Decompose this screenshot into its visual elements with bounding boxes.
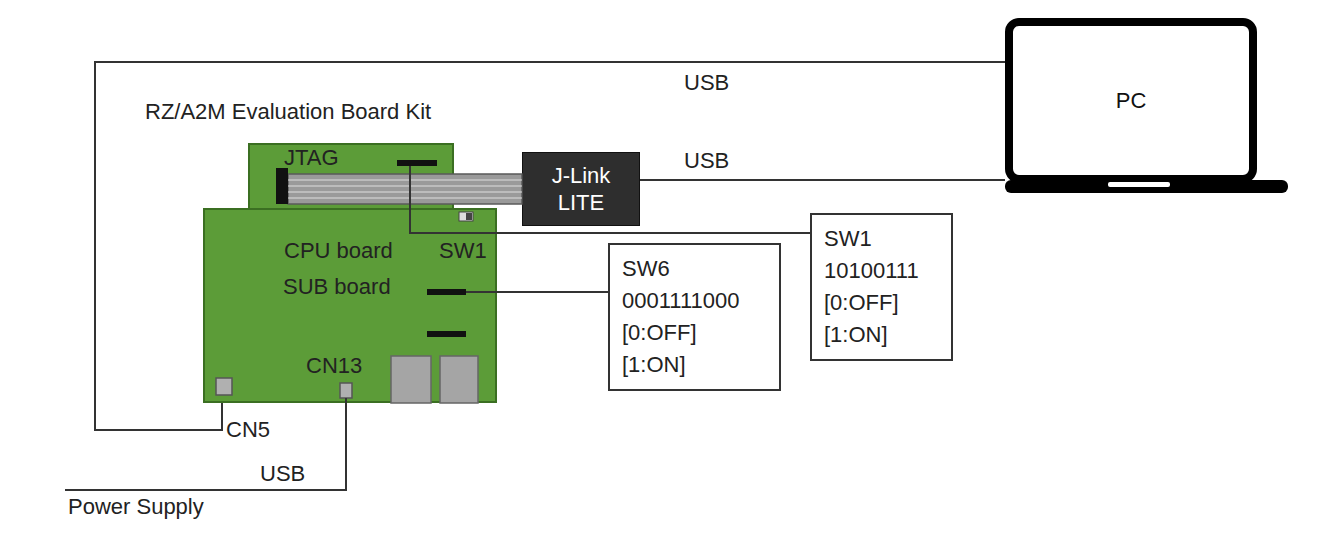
node-text: CPU board [284,238,393,264]
ribbon-wire [288,179,522,180]
wire [95,62,1005,430]
connector [288,174,522,204]
connector [640,180,1005,181]
dip-switch [427,289,466,295]
ribbon-cable [288,174,522,204]
debugger-box: J-Link LITE [522,152,640,226]
connector [410,166,810,233]
node-title: SW1 [824,223,939,255]
connector [216,378,232,395]
laptop-notch [1108,182,1170,187]
dip-switch [397,160,437,166]
slide-switch [466,213,472,220]
laptop-screen: PC [1005,18,1257,183]
node-title: PC [1116,88,1147,114]
laptop-base [1005,180,1288,193]
kit-title: RZ/A2M Evaluation Board Kit [145,99,431,125]
connector-label: CN5 [226,417,270,443]
switch-callout: SW60001111000[0:OFF][1:ON] [608,243,781,391]
illustration [276,168,288,204]
node-text: [0:OFF] [622,317,767,349]
usb-port [440,356,478,403]
cable-label: USB [684,148,729,174]
node-title: JTAG [284,145,339,171]
ribbon-wire [288,197,522,198]
wire [466,291,608,293]
connector-label: CN13 [306,353,362,379]
ribbon-wire [288,185,522,186]
cable-label: USB [260,461,305,487]
node-text: [1:ON] [824,319,939,351]
cable-label: USB [684,70,729,96]
power-wire [65,398,346,490]
switch-callout: SW110100111[0:OFF][1:ON] [810,213,953,361]
node-text: [1:ON] [622,349,767,381]
node-text: 0001111000 [622,285,767,317]
node-text: 10100111 [824,255,939,287]
node-text: SW1 [439,238,487,264]
connector [95,62,1005,430]
slide-switch [459,212,473,221]
wire [410,166,810,233]
node-title: J-Link LITE [536,162,626,216]
node-text: [0:OFF] [824,287,939,319]
usb-port [391,356,431,403]
node-title: SW6 [622,253,767,285]
node-title: SUB board [283,274,391,300]
wire [640,179,1005,181]
connector [466,292,608,293]
source-label: Power Supply [68,494,204,520]
jtag-header [276,168,288,204]
edge-layer [95,62,1005,430]
ribbon-wire [288,191,522,192]
connector [340,383,352,398]
illustration [65,160,1288,490]
header [427,331,466,337]
